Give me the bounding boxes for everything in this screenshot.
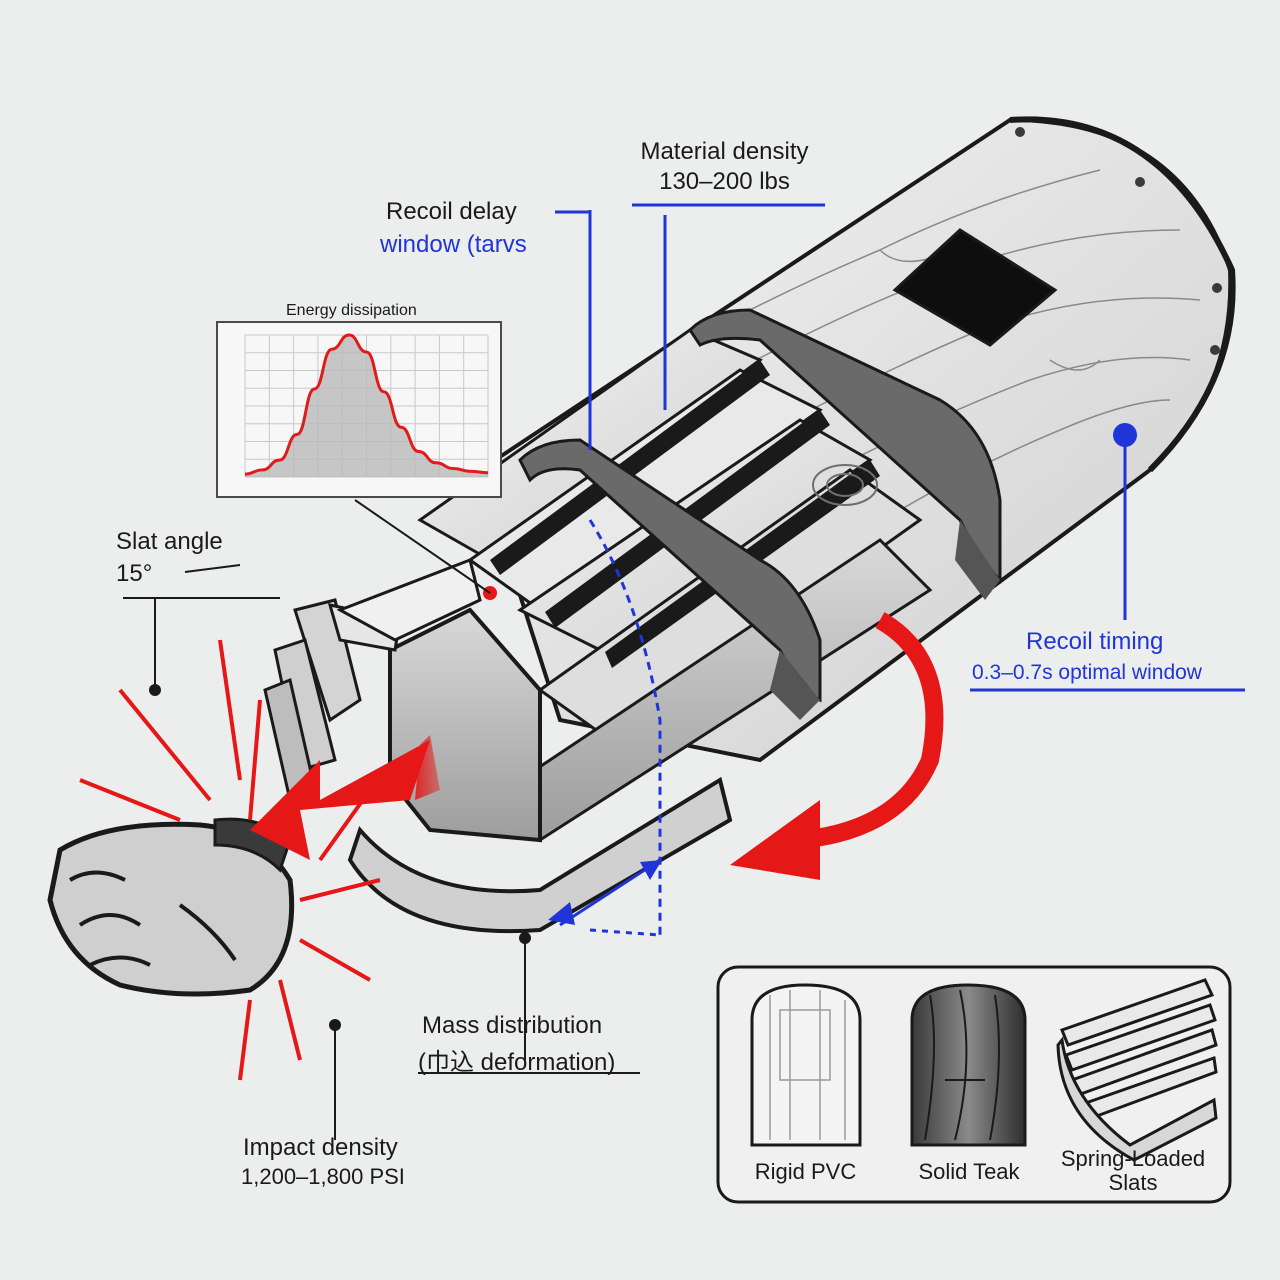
impact-arrow [250, 735, 440, 860]
wood-knot [812, 464, 878, 506]
material-density-title: Material density [640, 138, 809, 165]
recoil-arrow [730, 612, 944, 880]
energy-chart [216, 321, 502, 498]
front-end-block [388, 607, 542, 843]
leader-lines [123, 499, 640, 1140]
comparison-label-solid-teak: Solid Teak [918, 1159, 1020, 1184]
recoil-timing-value: 0.3–0.7s optimal window [972, 661, 1202, 684]
impact-burst [79, 639, 381, 1081]
square-port [892, 228, 1058, 347]
chart-line [244, 333, 489, 476]
slat-angle-value: 15° [116, 560, 153, 587]
rigid-pvc-sample [750, 983, 862, 1147]
mass-distribution-value: (巾込 deformation) [418, 1049, 616, 1076]
rivets [1015, 127, 1222, 355]
impact-density-value: 1,200–1,800 PSI [241, 1164, 405, 1189]
energy-chart-title: Energy dissipation [286, 302, 417, 319]
recoil-timing-title: Recoil timing [1026, 628, 1164, 655]
comparison-label-spring-slats: Spring-Loaded Slats [1060, 1146, 1206, 1195]
dimension-lines [555, 203, 1245, 937]
fist-illustration [47, 817, 295, 997]
spring-slats-sample [1056, 978, 1218, 1162]
recoil-delay-title: Recoil delay [386, 198, 517, 225]
mass-distribution-title: Mass distribution [422, 1012, 603, 1039]
solid-teak-sample [910, 983, 1027, 1147]
slat-angle-title: Slat angle [116, 528, 223, 555]
chart-area [245, 335, 488, 477]
comparison-label-rigid-pvc: Rigid PVC [754, 1159, 857, 1184]
recoil-delay-value: window (tarvs [380, 231, 527, 258]
comparison-panel [716, 965, 1232, 1204]
material-density-value: 130–200 lbs [659, 168, 790, 195]
straps [518, 308, 1002, 720]
impact-density-title: Impact density [243, 1134, 398, 1161]
timing-marker [1113, 423, 1137, 447]
